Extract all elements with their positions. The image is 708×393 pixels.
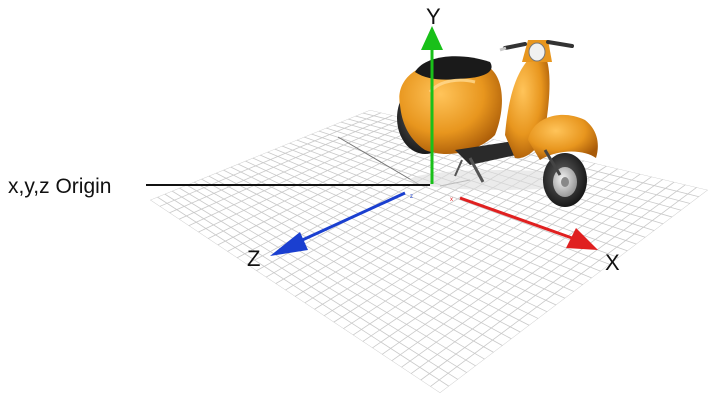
grid-line [401, 179, 663, 367]
svg-text:z: z [410, 194, 413, 200]
y-axis-label: Y [426, 4, 441, 29]
grid-line [430, 187, 696, 386]
grid-line [172, 191, 467, 373]
grid-line [150, 200, 440, 393]
origin-label: x,y,z Origin [8, 175, 111, 198]
scooter-model [397, 40, 598, 207]
grid-line [421, 185, 686, 380]
svg-text:x: x [450, 197, 453, 203]
x-axis-label: X [605, 250, 620, 275]
grid-line [194, 182, 494, 352]
grid-line [411, 182, 674, 374]
z-axis-label: Z [247, 246, 260, 271]
y-axis-arrowhead [421, 26, 443, 50]
